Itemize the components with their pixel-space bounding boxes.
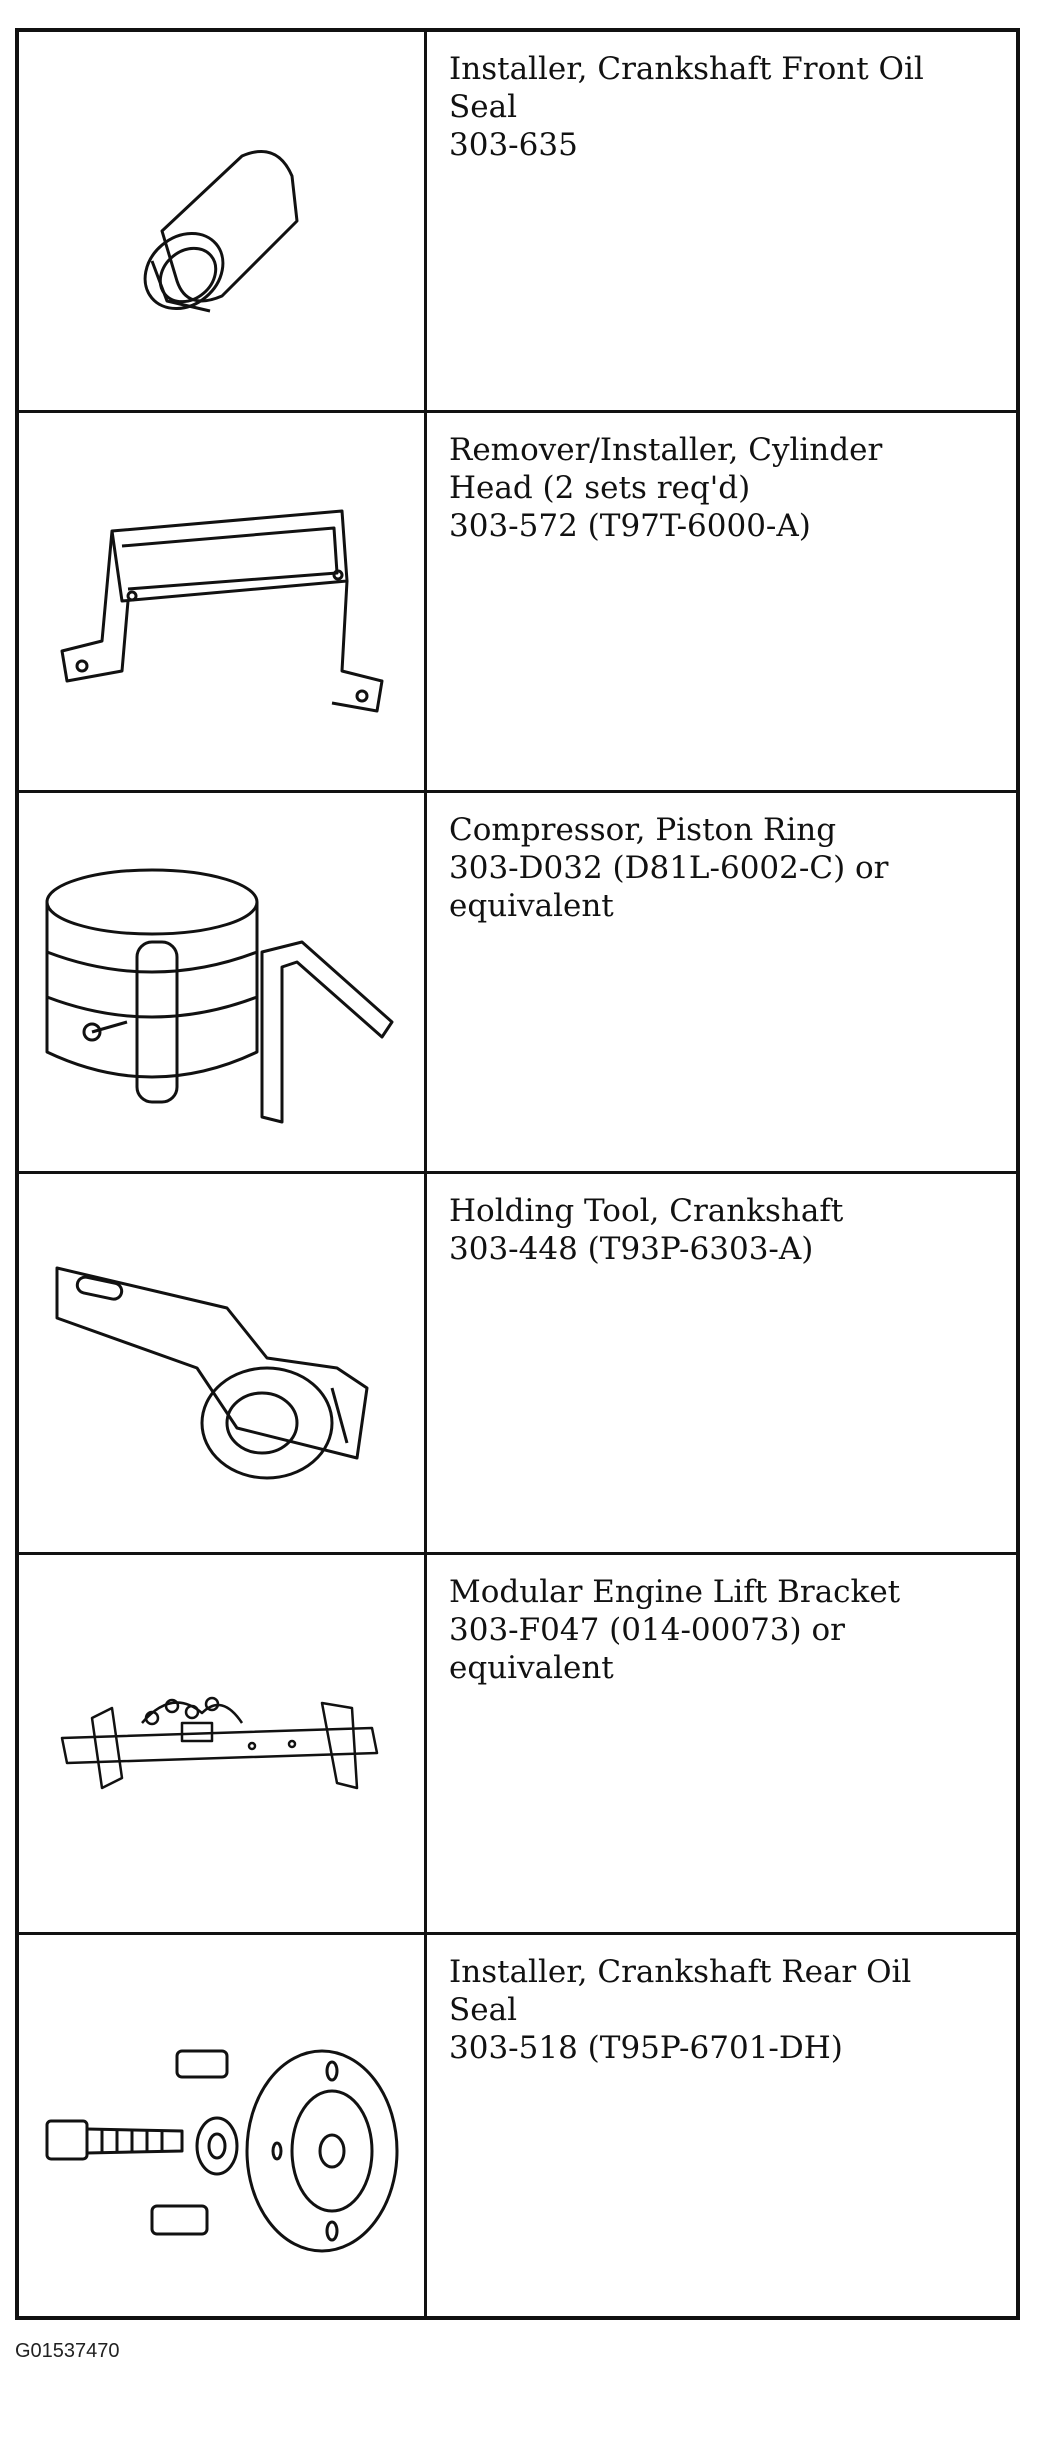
tool-name-line: Remover/Installer, Cylinder <box>449 431 883 468</box>
oil-seal-installer-icon <box>143 149 298 313</box>
tool-name-line: Seal <box>449 89 517 125</box>
rear-oil-seal-installer-icon <box>45 2049 398 2253</box>
tool-description-cell: Remover/Installer, Cylinder Head (2 sets… <box>427 413 1016 794</box>
cylinder-head-bracket-icon <box>60 509 383 713</box>
tool-part-number: 303-D032 (D81L-6002-C) or <box>449 850 889 887</box>
tool-name-line: Holding Tool, Crankshaft <box>449 1192 844 1229</box>
tool-description-cell: Holding Tool, Crankshaft 303-448 (T93P-6… <box>427 1174 1016 1555</box>
tool-name-line: equivalent <box>449 888 614 925</box>
tool-description-cell: Installer, Crankshaft Front Oil Seal 303… <box>427 32 1016 413</box>
tool-part-number: 303-F047 (014-00073) or <box>449 1611 845 1648</box>
tool-part-number: 303-448 (T93P-6303-A) <box>449 1230 814 1267</box>
piston-ring-compressor-icon <box>45 868 393 1124</box>
engine-lift-bracket-icon <box>60 1697 378 1790</box>
tool-description-cell: Modular Engine Lift Bracket 303-F047 (01… <box>427 1555 1016 1936</box>
tool-illustration-cell <box>19 1554 427 1936</box>
tool-name-line: Installer, Crankshaft Rear Oil <box>449 1954 912 1991</box>
special-tools-table: Installer, Crankshaft Front Oil Seal 303… <box>15 28 1020 2320</box>
tool-part-number: 303-635 <box>449 127 578 163</box>
tool-part-number: 303-572 (T97T-6000-A) <box>449 507 811 544</box>
tool-part-number: 303-518 (T95P-6701-DH) <box>449 2030 843 2067</box>
tool-name-line: Seal <box>449 1992 517 2029</box>
tool-illustration-cell <box>19 1173 427 1555</box>
tool-name-line: Head (2 sets req'd) <box>449 469 751 506</box>
tool-description-cell: Installer, Crankshaft Rear Oil Seal 303-… <box>427 1935 1016 2316</box>
tool-illustration-cell <box>19 1935 427 2316</box>
tool-illustration-cell <box>19 793 427 1174</box>
tool-name-line: equivalent <box>449 1649 614 1686</box>
tool-name-line: Installer, Crankshaft Front Oil <box>449 51 924 87</box>
tool-name-line: Compressor, Piston Ring <box>449 812 837 849</box>
tool-illustration-cell <box>19 412 427 794</box>
tool-illustration-cell <box>19 32 427 413</box>
figure-id-label: G01537470 <box>15 2340 120 2362</box>
tool-name-line: Modular Engine Lift Bracket <box>449 1573 901 1610</box>
crankshaft-holding-tool-icon <box>55 1266 368 1480</box>
tool-description-cell: Compressor, Piston Ring 303-D032 (D81L-6… <box>427 793 1016 1174</box>
